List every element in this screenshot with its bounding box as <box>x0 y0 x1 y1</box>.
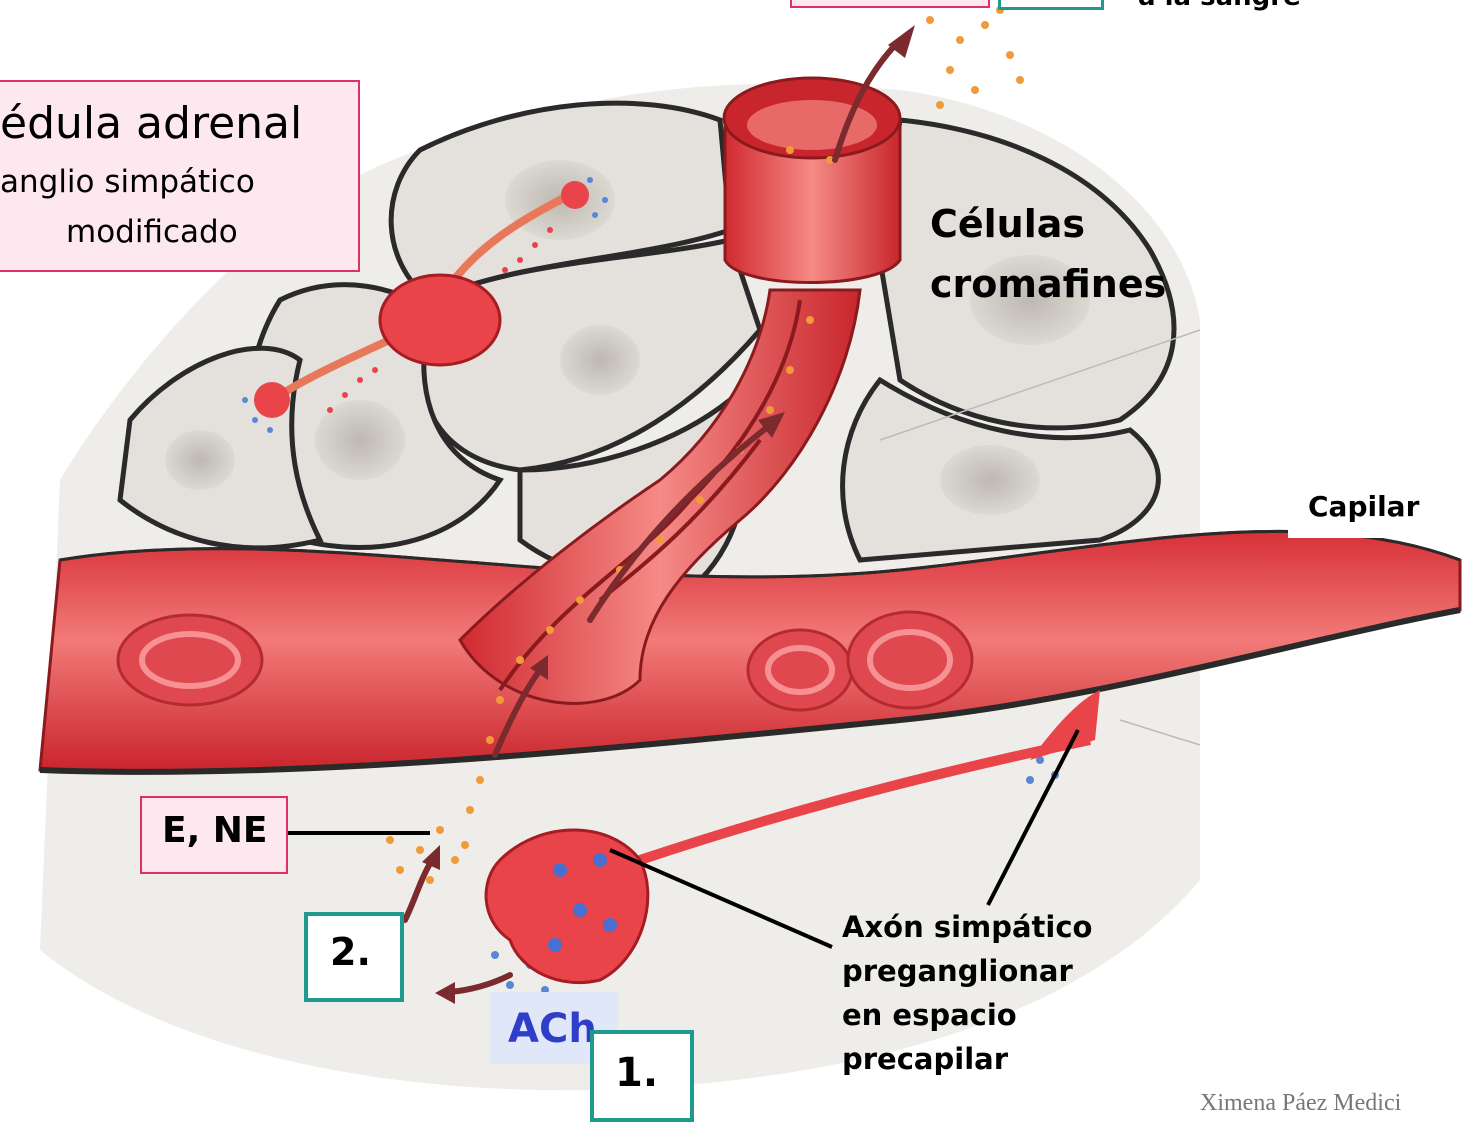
axon-label-line-1: Axón simpático <box>842 910 1092 944</box>
step-1-label: 1. <box>615 1050 658 1096</box>
e-ne-label: E, NE <box>162 810 268 851</box>
title-line-3: modificado <box>66 214 238 250</box>
ach-label: ACh <box>508 1006 597 1052</box>
axon-label-line-3: en espacio <box>842 998 1017 1032</box>
blood-label: a la sangre <box>1138 0 1301 12</box>
top-teal-box-fragment <box>998 0 1104 10</box>
vessel-opening <box>724 78 900 283</box>
chromaffin-label-line-1: Células <box>930 202 1085 246</box>
top-pink-box-fragment <box>790 0 990 8</box>
axon-label-line-4: precapilar <box>842 1042 1008 1076</box>
credit-text: Ximena Páez Medici <box>1200 1090 1401 1117</box>
chromaffin-label-line-2: cromafines <box>930 262 1166 306</box>
capillary-label: Capilar <box>1308 490 1419 523</box>
title-line-2: anglio simpático <box>0 164 255 200</box>
title-line-1: édula adrenal <box>0 98 302 149</box>
axon-label-line-2: preganglionar <box>842 954 1073 988</box>
step-2-label: 2. <box>330 930 371 974</box>
